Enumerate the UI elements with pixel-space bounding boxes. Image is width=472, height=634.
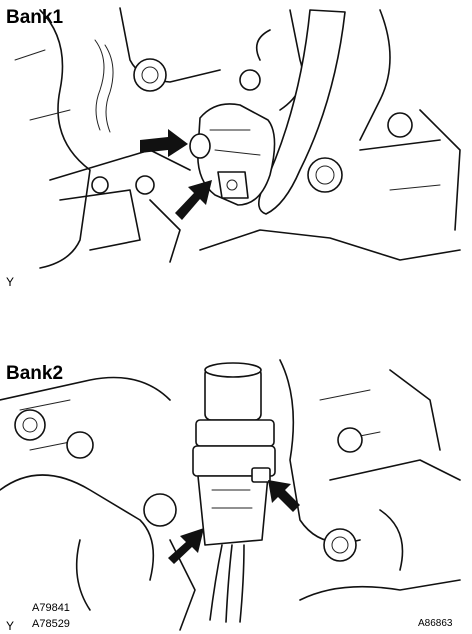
bolt-heads <box>91 58 413 195</box>
bolt-heads-2 <box>14 409 363 562</box>
sensor-bank1 <box>189 103 276 206</box>
arrow-right-icon <box>140 129 188 157</box>
arrow-up-left-icon <box>268 480 300 512</box>
engine-block-lines-2 <box>0 359 461 631</box>
wire-1 <box>209 544 223 621</box>
bank1-illustration <box>14 7 461 269</box>
ref-code-b: A78529 <box>32 618 70 630</box>
engine-block-lines <box>14 7 461 269</box>
bank1-title: Bank1 <box>6 7 64 28</box>
arrow-up-right-icon <box>175 180 212 220</box>
bank1-corner-mark: Y <box>6 275 15 289</box>
ref-code-a: A79841 <box>32 602 70 614</box>
sensor-bank2 <box>192 362 276 546</box>
bank2-corner-mark: Y <box>6 619 15 633</box>
wire-3 <box>239 544 245 623</box>
bank2-illustration <box>0 359 461 631</box>
ref-code-c: A86863 <box>418 618 453 629</box>
bank2-title: Bank2 <box>6 363 64 384</box>
arrow-up-right-icon-2 <box>168 528 204 564</box>
hose <box>258 9 346 215</box>
wire-2 <box>225 544 233 623</box>
